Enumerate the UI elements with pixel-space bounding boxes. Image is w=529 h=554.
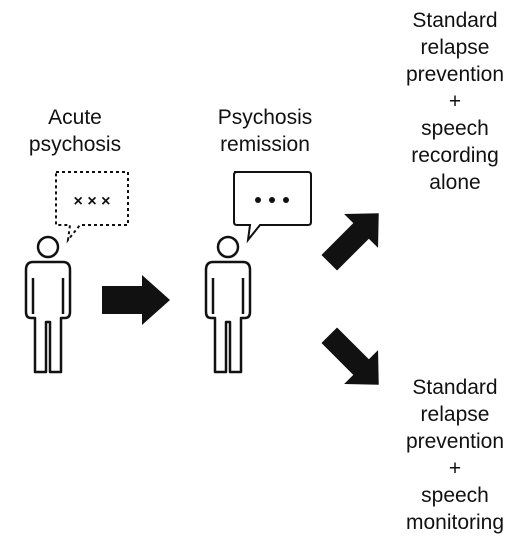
label-line: recording: [411, 144, 499, 167]
label-line: prevention: [405, 430, 505, 453]
label-line: Acute: [48, 106, 102, 129]
person-icon-remission: [204, 235, 252, 374]
stage-label-acute-psychosis: Acute psychosis: [10, 104, 140, 158]
label-line: +: [448, 457, 462, 480]
arrow-icon-down-branch: [321, 327, 379, 385]
label-line: Standard: [412, 9, 498, 32]
label-line: relapse: [420, 36, 490, 59]
label-line: speech: [421, 484, 489, 507]
speech-bubble-icon-remission: [233, 171, 312, 244]
speech-bubble-icon-acute: × × ×: [55, 171, 129, 244]
label-line: Psychosis: [217, 106, 313, 129]
bubble-dots-acute: × × ×: [74, 193, 111, 210]
label-line: relapse: [420, 403, 490, 426]
label-line: speech: [421, 117, 489, 140]
label-line: monitoring: [405, 511, 505, 534]
stage-label-psychosis-remission: Psychosis remission: [190, 104, 340, 158]
label-line: prevention: [405, 63, 505, 86]
label-line: alone: [429, 171, 481, 194]
label-line: psychosis: [28, 133, 122, 156]
arrow-icon-progression: [102, 275, 170, 325]
person-icon-acute: [24, 235, 72, 374]
outcome-label-recording-alone: Standard relapse prevention + speech rec…: [385, 7, 525, 196]
label-line: remission: [220, 133, 310, 156]
label-line: +: [448, 90, 462, 113]
outcome-label-speech-monitoring: Standard relapse prevention + speech mon…: [385, 374, 525, 536]
label-line: Standard: [412, 376, 498, 399]
arrow-icon-up-branch: [321, 213, 379, 271]
